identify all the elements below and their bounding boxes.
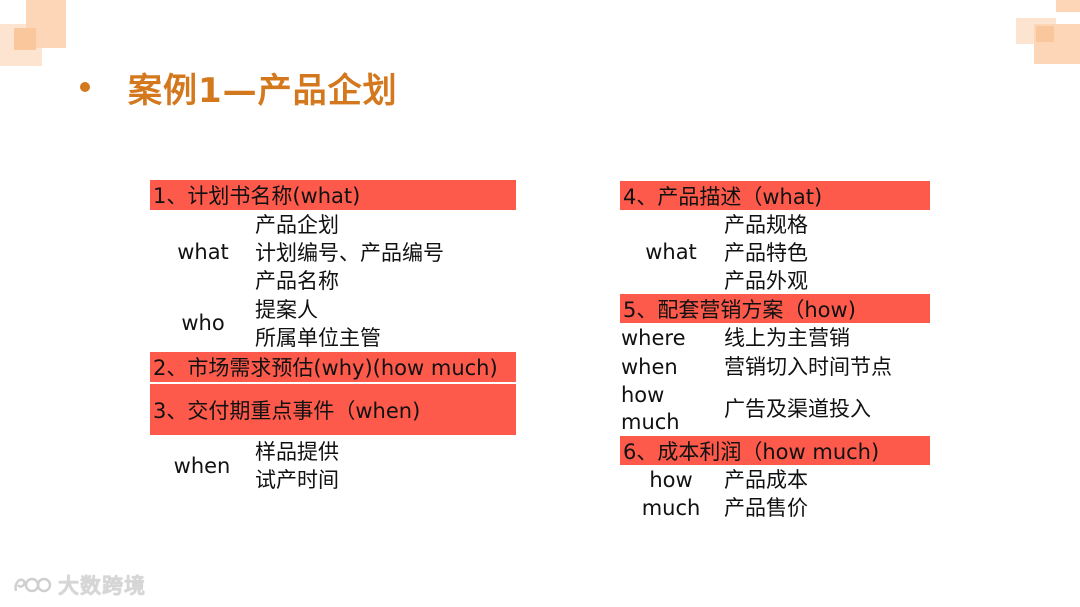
left-what-item-2: 计划编号、产品编号 [255, 241, 444, 265]
where-value: 线上为主营销 [724, 326, 850, 350]
left-who-item-2: 所属单位主管 [255, 326, 381, 350]
section-3-bar: 3、交付期重点事件（when) [150, 384, 516, 435]
left-when-item-2: 试产时间 [255, 468, 339, 492]
when-value-right: 营销切入时间节点 [724, 355, 892, 379]
bullet-dot [80, 82, 90, 92]
much-label-right: much [621, 410, 680, 434]
watermark-text: 大数跨境 [58, 574, 146, 598]
section-6-bar: 6、成本利润（how much) [620, 436, 930, 465]
howmuch-value: 广告及渠道投入 [724, 397, 871, 421]
cost-much-label: much [641, 496, 701, 520]
section-4-bar: 4、产品描述（what) [620, 181, 930, 210]
title-row: 案例1—产品企划 [80, 62, 398, 112]
left-what-item-3: 产品名称 [255, 269, 339, 293]
what-label-left: what [177, 240, 229, 264]
when-label-left: when [173, 454, 231, 478]
cost-how-label: how [649, 468, 693, 492]
slide-title: 案例1—产品企划 [128, 70, 398, 111]
section-1-bar: 1、计划书名称(what) [150, 180, 516, 210]
corner-deco-top-left [0, 0, 66, 66]
right-what-item-2: 产品特色 [724, 241, 808, 265]
when-label-right: when [621, 355, 678, 379]
right-what-item-3: 产品外观 [724, 269, 808, 293]
right-what-item-1: 产品规格 [724, 213, 808, 237]
left-what-item-1: 产品企划 [255, 213, 339, 237]
cost-item-1: 产品成本 [724, 468, 808, 492]
watermark: 大数跨境 [12, 570, 146, 600]
section-2-bar: 2、市场需求预估(why)(how much) [150, 352, 516, 382]
left-who-item-1: 提案人 [255, 298, 318, 322]
what-label-right: what [645, 240, 697, 264]
where-label: where [621, 326, 686, 350]
who-label: who [181, 311, 225, 335]
how-label-right: how [621, 383, 665, 407]
section-5-bar: 5、配套营销方案（how) [620, 294, 930, 323]
corner-deco-top-right [1012, 0, 1080, 64]
cost-item-2: 产品售价 [724, 496, 808, 520]
left-when-item-1: 样品提供 [255, 440, 339, 464]
watermark-logo-icon [14, 577, 52, 593]
